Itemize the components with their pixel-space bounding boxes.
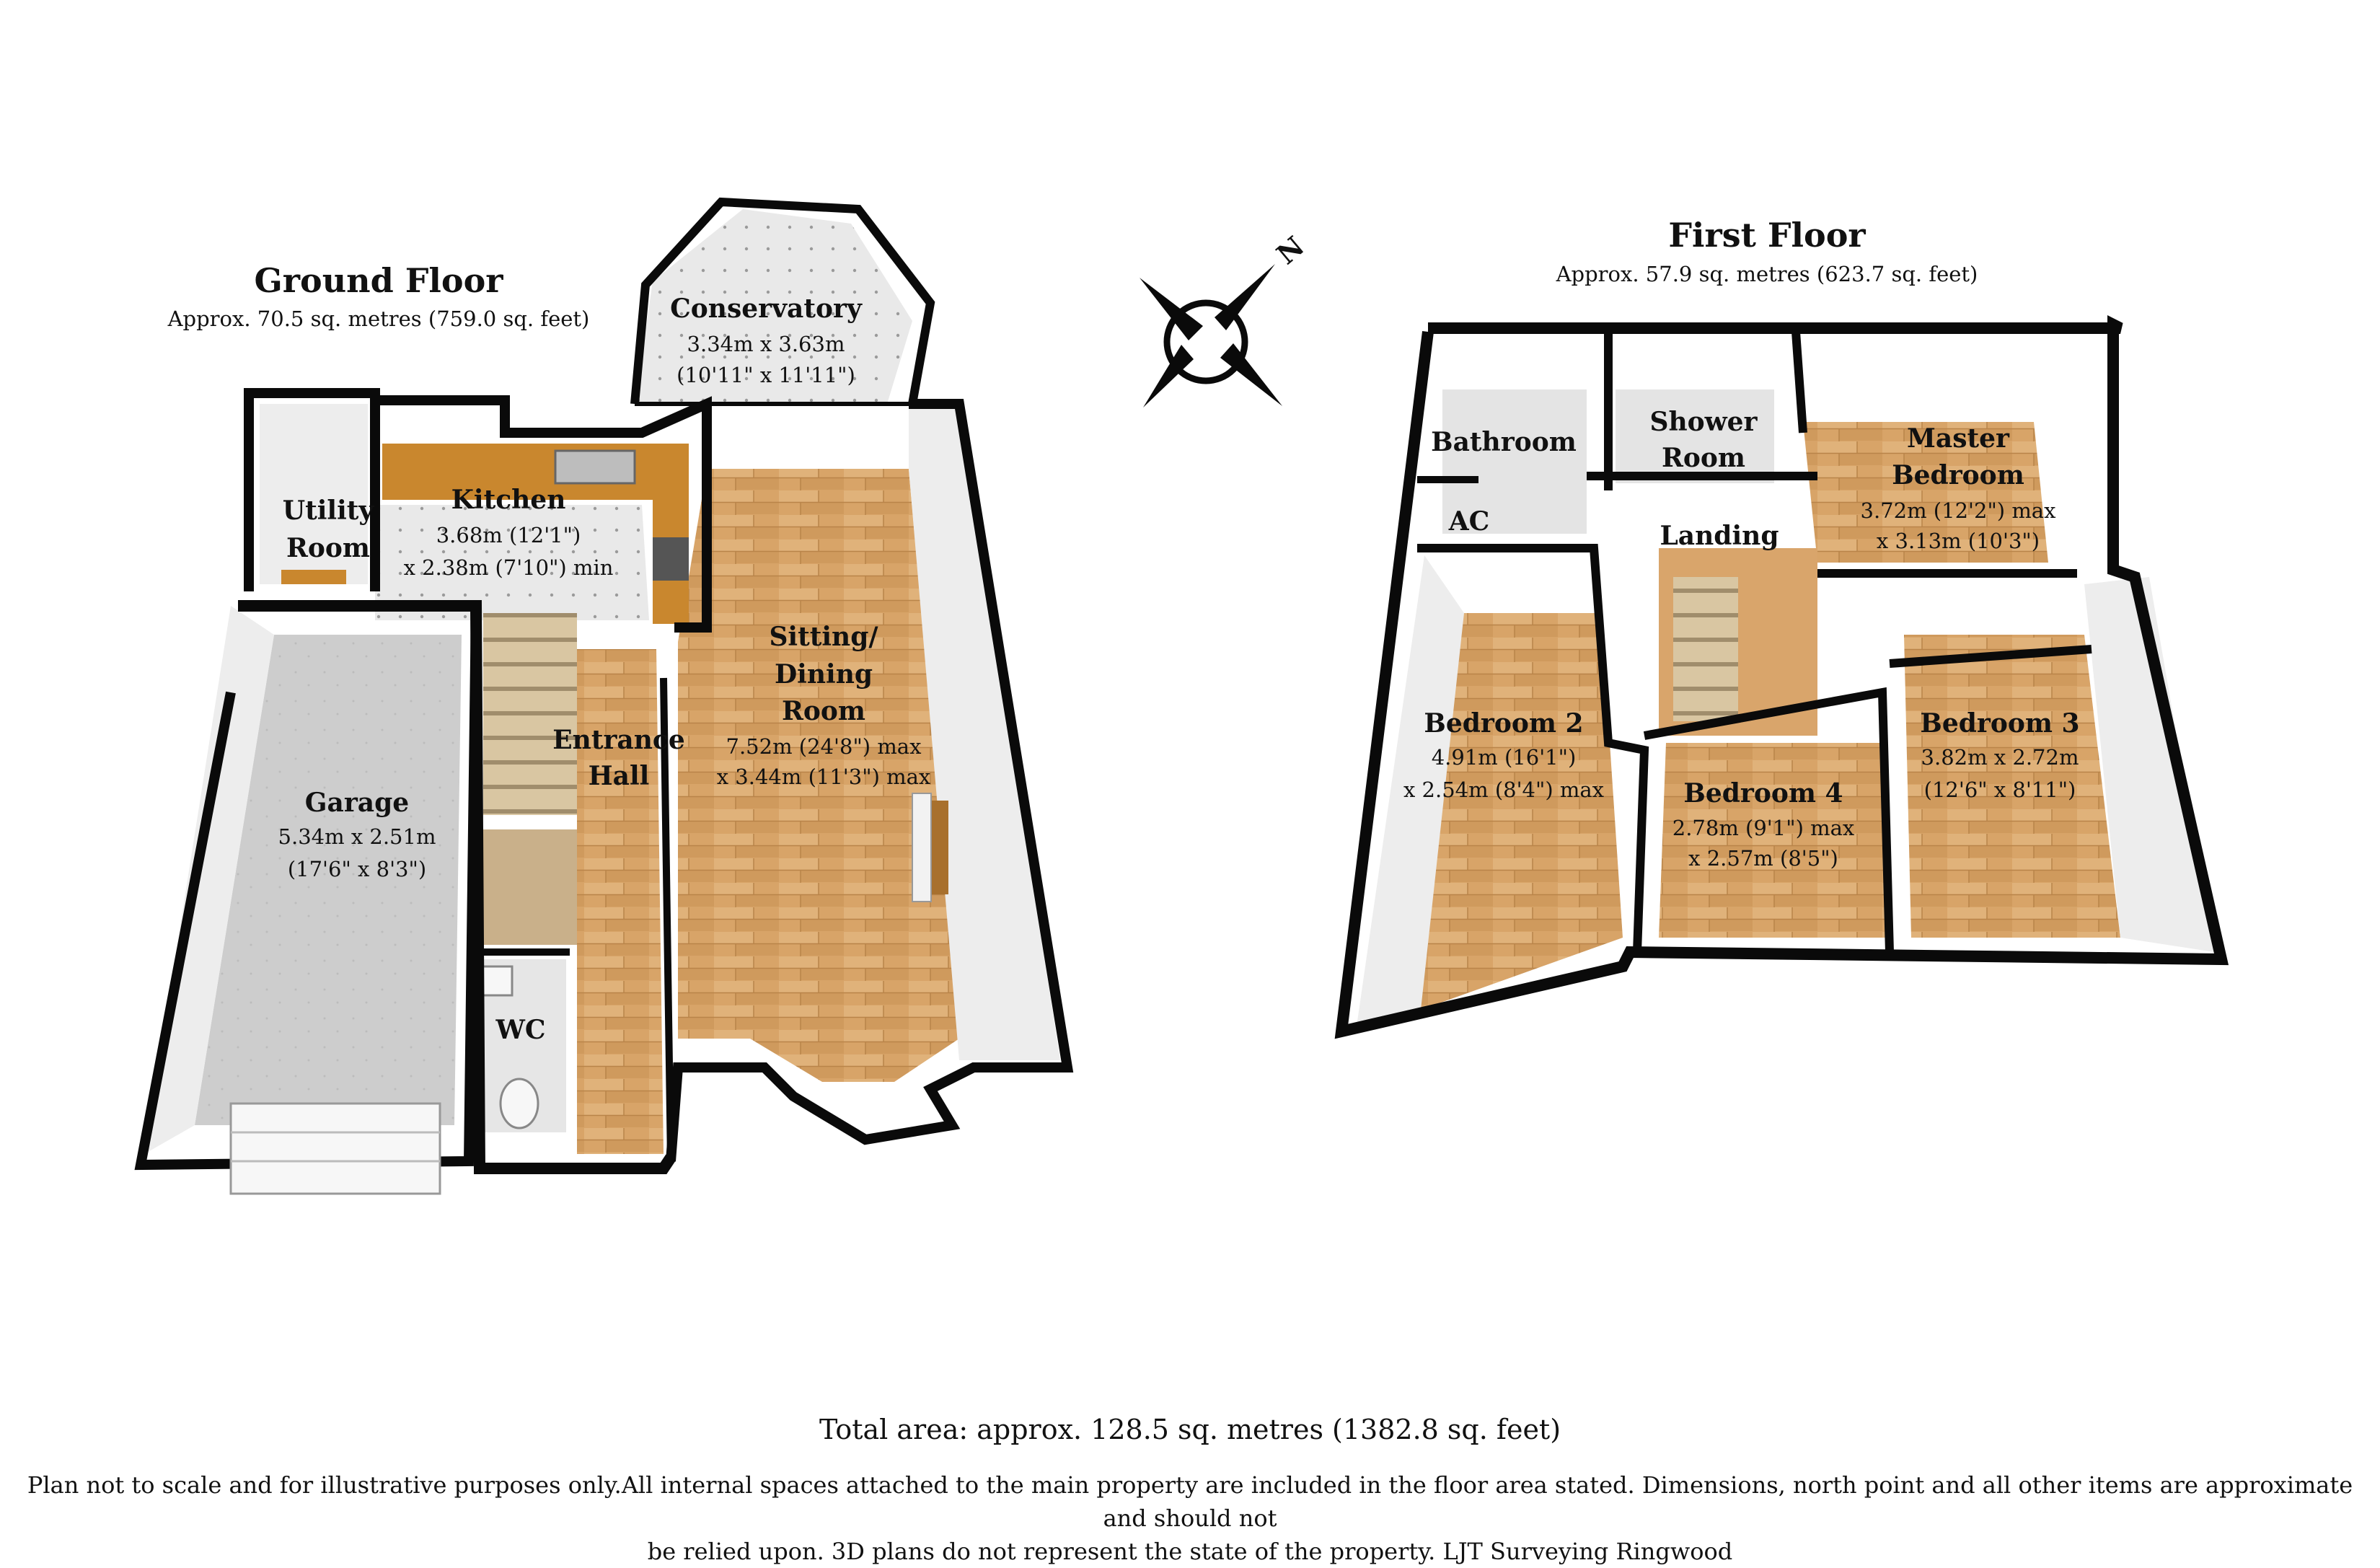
bedroom-4-name: Bedroom 4 [1683, 778, 1843, 809]
master-bedroom-floor [1803, 422, 2048, 563]
bedroom-4-floor [1659, 743, 1890, 938]
bedroom-3-dim-1: 3.82m x 2.72m [1921, 745, 2079, 770]
garage-dim-2: (17'6" x 8'3") [288, 857, 426, 881]
first-floor-plan [1334, 315, 2229, 1039]
bedroom-2-dim-2: x 2.54m (8'4") max [1403, 778, 1604, 802]
disclaimer: Plan not to scale and for illustrative p… [0, 1468, 2380, 1568]
sitting-room-wall-right [909, 404, 1060, 1060]
bedroom-4-dim-2: x 2.57m (8'5") [1688, 846, 1838, 871]
master-name-1: Master [1907, 423, 2010, 454]
shower-name-2: Room [1662, 443, 1745, 473]
shower-name-1: Shower [1649, 407, 1758, 437]
conservatory-frame [630, 197, 935, 405]
bathroom-floor [1442, 389, 1587, 534]
wc-name: WC [495, 1015, 545, 1045]
utility-floor [260, 404, 368, 584]
master-name-2: Bedroom [1892, 460, 2024, 490]
ground-outer-walls [238, 600, 676, 1174]
entrance-name-1: Entrance [552, 725, 685, 755]
disclaimer-line-1: Plan not to scale and for illustrative p… [27, 1471, 2353, 1532]
ground-floor-area: Approx. 70.5 sq. metres (759.0 sq. feet) [167, 307, 590, 331]
floor-plan: Ground Floor Approx. 70.5 sq. metres (75… [134, 197, 2229, 1195]
conservatory-dim-1: 3.34m x 3.63m [687, 332, 845, 356]
utility-name-2: Room [286, 533, 370, 563]
kitchen-dim-1: 3.68m (12'1") [436, 523, 581, 547]
master-dim-1: 3.72m (12'2") max [1861, 498, 2056, 523]
entrance-name-2: Hall [589, 761, 650, 791]
kitchen-walls [370, 395, 712, 633]
conservatory-name: Conservatory [670, 294, 863, 324]
bathroom-name: Bathroom [1431, 427, 1577, 457]
garage-dim-1: 5.34m x 2.51m [278, 824, 436, 849]
bedroom-3-wall-right [2084, 577, 2214, 952]
bedroom-2-wall-left [1356, 555, 1464, 1031]
kitchen-worktop-right [653, 444, 689, 624]
ground-floor-plan [134, 197, 1074, 1195]
kitchen-name: Kitchen [451, 485, 566, 515]
bedroom-4-dim-1: 2.78m (9'1") max [1672, 816, 1855, 840]
sitting-dim-2: x 3.44m (11'3") max [717, 765, 931, 789]
bedroom-2-dim-1: 4.91m (16'1") [1432, 745, 1577, 770]
bedroom-2-floor [1421, 613, 1623, 1010]
shower-room-floor [1616, 389, 1774, 483]
ac-name: AC [1448, 506, 1490, 537]
kitchen-dim-2: x 2.38m (7'10") min [404, 555, 614, 580]
kitchen-floor [375, 505, 649, 620]
garage-name: Garage [305, 788, 409, 818]
total-area: Total area: approx. 128.5 sq. metres (13… [819, 1414, 1561, 1445]
entrance-hall-floor [577, 649, 664, 1154]
conservatory-floor [635, 209, 912, 404]
first-outer-walls [1334, 315, 2229, 1039]
sitting-dim-1: 7.52m (24'8") max [726, 734, 922, 759]
first-floor-area: Approx. 57.9 sq. metres (623.7 sq. feet) [1556, 262, 1978, 286]
north-compass-icon: N [1140, 229, 1310, 408]
conservatory-dim-2: (10'11" x 11'11") [676, 363, 855, 387]
sitting-name-3: Room [782, 696, 865, 726]
ground-floor-title: Ground Floor [255, 261, 504, 300]
sitting-room-outer-wall [666, 399, 1074, 1162]
sitting-dining-floor [678, 469, 959, 1082]
utility-walls [244, 388, 380, 591]
hob-icon [653, 537, 689, 581]
garage-wall-left [144, 606, 274, 1154]
sink-icon [554, 449, 636, 485]
garage-floor [195, 635, 462, 1125]
compass-north-label: N [1270, 229, 1310, 270]
bedroom-3-dim-2: (12'6" x 8'11") [1924, 778, 2076, 802]
master-dim-2: x 3.13m (10'3") [1877, 529, 2040, 553]
utility-name-1: Utility [283, 495, 375, 526]
landing-name: Landing [1660, 521, 1779, 551]
landing-stairs-icon [1673, 577, 1738, 721]
bedroom-3-name: Bedroom 3 [1920, 708, 2079, 739]
first-internal-walls [1417, 544, 1649, 953]
sitting-name-1: Sitting/ [769, 622, 878, 652]
first-floor-title: First Floor [1668, 216, 1866, 255]
disclaimer-line-2: be relied upon. 3D plans do not represen… [647, 1538, 1733, 1565]
bedroom-3-floor [1904, 635, 2120, 938]
sitting-name-2: Dining [775, 659, 873, 690]
staircase-icon [483, 613, 577, 815]
bedroom-2-name: Bedroom 2 [1424, 708, 1583, 739]
garage-door-icon [229, 1102, 441, 1195]
toilet-icon [499, 1078, 539, 1129]
